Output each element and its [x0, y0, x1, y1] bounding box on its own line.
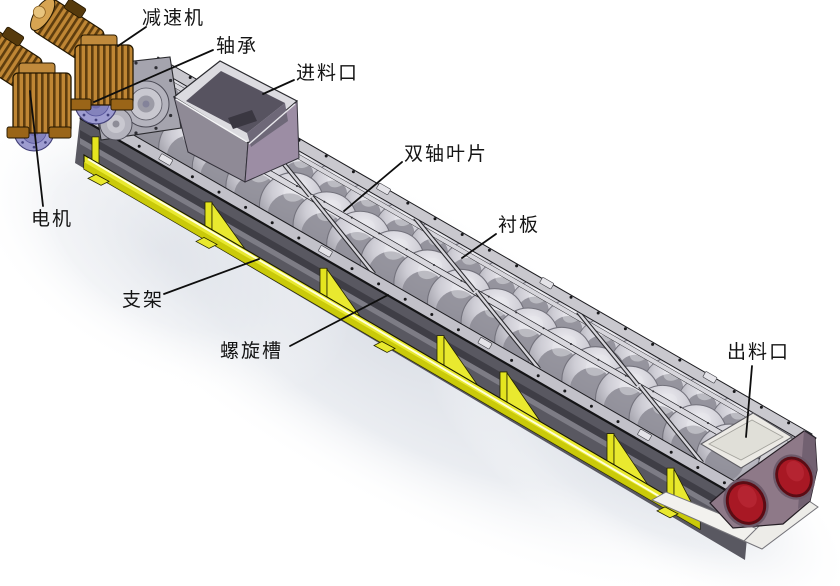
cross-tie-bars — [248, 121, 704, 465]
support-legs — [91, 136, 701, 520]
leader-line-reducer — [117, 26, 147, 47]
leader-line-motor — [29, 90, 44, 207]
leader-line-blades — [343, 161, 403, 212]
label-feed-inlet: 进料口 — [296, 62, 360, 84]
label-twin-shaft-blades: 双轴叶片 — [404, 143, 489, 165]
feed-hopper — [172, 60, 300, 183]
leader-line-feed-inlet — [262, 79, 295, 95]
discharge-outlet-plate — [699, 412, 794, 469]
label-liner-plate: 衬板 — [498, 214, 541, 236]
leader-line-trough — [289, 294, 389, 347]
leader-line-frame — [163, 258, 260, 295]
leader-line-liner — [461, 233, 497, 259]
label-motor: 电机 — [31, 208, 74, 230]
leader-lines — [29, 26, 753, 438]
label-bearing: 轴承 — [216, 35, 259, 57]
label-reducer: 减速机 — [142, 7, 206, 29]
support-beam — [83, 154, 701, 530]
end-bearing-housing — [709, 430, 823, 536]
label-support-frame: 支架 — [122, 289, 165, 311]
label-discharge-outlet: 出料口 — [727, 341, 791, 363]
leader-line-outlet — [745, 365, 753, 438]
leader-line-bearing — [93, 49, 214, 103]
support-feet — [87, 173, 679, 519]
label-spiral-trough: 螺旋槽 — [220, 340, 284, 362]
